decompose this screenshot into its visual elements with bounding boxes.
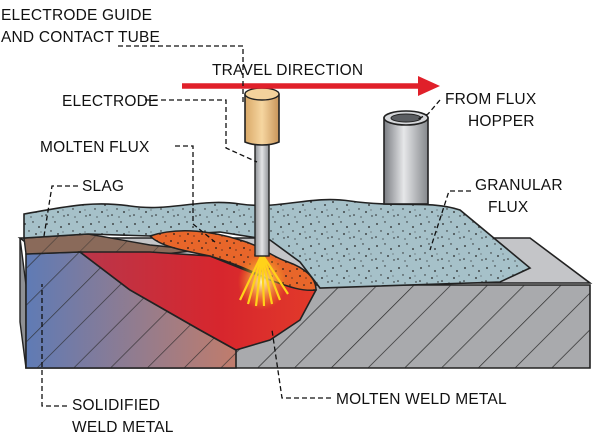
labels: ELECTRODE GUIDE AND CONTACT TUBE TRAVEL … xyxy=(1,7,563,436)
label-electrode-guide-line2: AND CONTACT TUBE xyxy=(1,29,160,46)
label-slag: SLAG xyxy=(82,178,124,195)
travel-direction-arrow xyxy=(182,76,440,96)
granular-flux xyxy=(23,198,532,289)
label-from-flux-line1: FROM FLUX xyxy=(445,91,537,108)
label-electrode: ELECTRODE xyxy=(62,93,159,110)
label-travel-direction: TRAVEL DIRECTION xyxy=(212,62,363,79)
welding-arc xyxy=(238,253,289,310)
label-granular-line1: GRANULAR xyxy=(475,177,563,194)
contact-tube xyxy=(244,87,280,146)
solidified-weld-metal xyxy=(25,251,237,369)
flux-hopper-pipe xyxy=(383,110,429,205)
label-solidified-line1: SOLIDIFIED xyxy=(72,397,160,414)
label-molten-flux: MOLTEN FLUX xyxy=(40,139,150,156)
label-from-flux-line2: HOPPER xyxy=(468,113,535,130)
label-molten-weld-metal: MOLTEN WELD METAL xyxy=(336,391,507,408)
label-solidified-line2: WELD METAL xyxy=(72,419,174,436)
leader-lines xyxy=(41,45,471,407)
label-electrode-guide-line1: ELECTRODE GUIDE xyxy=(1,7,152,24)
electrode-wire xyxy=(254,139,270,257)
label-granular-line2: FLUX xyxy=(488,199,529,216)
